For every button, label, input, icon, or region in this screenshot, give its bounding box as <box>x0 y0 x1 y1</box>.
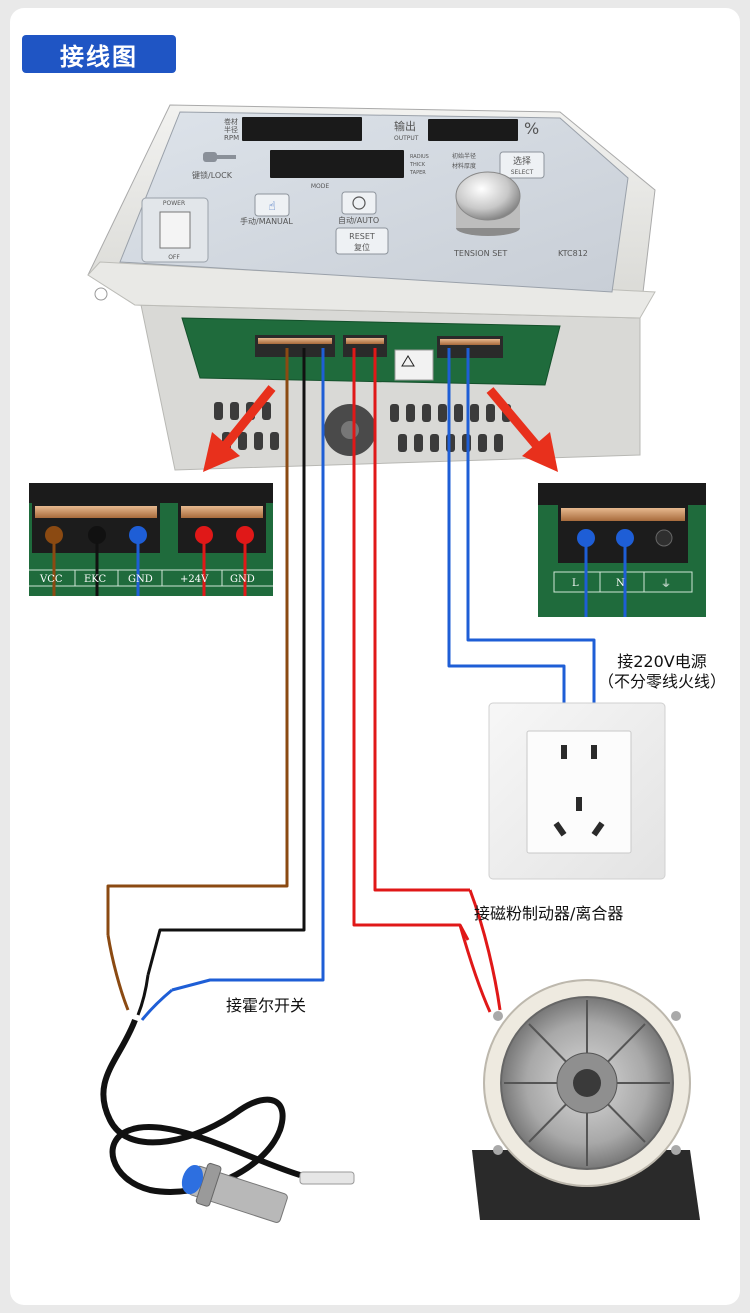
rpm-display <box>242 117 362 141</box>
page-title: 接线图 <box>22 35 176 73</box>
terminal-label-ekc: EKC <box>84 574 107 585</box>
power-annotation-line1: 接220V电源 <box>617 652 707 671</box>
power-annotation-line2: （不分零线火线） <box>597 672 726 691</box>
terminal-label-24v: +24V <box>180 574 209 585</box>
reset-label-en: RESET <box>349 232 375 241</box>
lock-label: 键锁/LOCK <box>192 170 233 180</box>
hall-sensor <box>100 934 355 1223</box>
terminal-label-gnd: GND <box>128 574 153 585</box>
auto-button[interactable] <box>341 191 377 215</box>
power-label: POWER <box>163 200 185 207</box>
output-label-cn: 输出 <box>394 119 416 133</box>
brake-annotation: 接磁粉制动器/离合器 <box>474 904 624 923</box>
terminal-label-vcc: VCC <box>39 574 63 585</box>
power-symbol-icon <box>352 196 366 210</box>
power-rocker[interactable] <box>159 211 191 249</box>
arrow-right-icon <box>486 387 558 472</box>
select-en-label: SELECT <box>511 169 534 176</box>
tension-set-label: TENSION SET <box>453 249 507 258</box>
taper-label: TAPER <box>409 170 426 176</box>
wire-n-blue <box>466 348 596 752</box>
lock-key-icon[interactable] <box>203 152 236 162</box>
reset-label-cn: 复位 <box>354 242 370 252</box>
rpm-label-mid: 半径 <box>224 125 238 134</box>
wire-gnd-blue <box>171 348 325 992</box>
output-display <box>428 119 518 141</box>
thick-cn-label: 材料厚度 <box>452 162 476 170</box>
manual-button[interactable] <box>254 193 290 217</box>
output-label-en: OUTPUT <box>394 135 419 142</box>
radius-cn-label: 初始半径 <box>452 152 476 160</box>
hall-annotation: 接霍尔开关 <box>226 996 307 1015</box>
terminal-label-l: L <box>572 578 579 589</box>
rpm-label-top: 卷材 <box>224 117 238 126</box>
select-cn-label: 选择 <box>513 155 531 167</box>
radius-label: RADIUS <box>410 154 429 160</box>
wall-socket <box>488 702 666 880</box>
auto-label: 自动/AUTO <box>338 215 379 225</box>
mode-label: MODE <box>311 183 330 190</box>
terminal-label-gnd2: GND <box>230 574 255 585</box>
wire-gnd-red <box>373 348 470 892</box>
arrow-left-icon <box>203 385 276 472</box>
reset-button[interactable] <box>335 227 389 255</box>
main-display <box>270 150 404 178</box>
model-label: KTC812 <box>558 249 588 258</box>
manual-label: 手动/MANUAL <box>240 216 293 226</box>
wire-ekc-black <box>146 348 306 976</box>
rpm-label-en: RPM <box>224 134 239 142</box>
terminal-label-n: N <box>616 578 625 589</box>
wire-24v-red <box>352 348 470 941</box>
left-terminal-closeup: VCC EKC GND +24V GND <box>29 483 273 596</box>
tension-knob[interactable] <box>455 171 521 236</box>
wire-vcc-brown <box>106 348 289 935</box>
hand-icon: ☝ <box>268 199 275 213</box>
thick-label: THICK <box>409 162 426 168</box>
right-terminal-closeup: L N ⏚ <box>538 483 706 617</box>
magnetic-brake <box>458 889 700 1220</box>
ground-icon: ⏚ <box>661 578 671 590</box>
percent-label: % <box>524 119 539 138</box>
controller-unit: 卷材 半径 RPM 输出 OUTPUT % 键锁/LOCK POWER OFF … <box>87 104 656 471</box>
off-label: OFF <box>168 254 180 261</box>
select-button[interactable] <box>499 151 545 179</box>
